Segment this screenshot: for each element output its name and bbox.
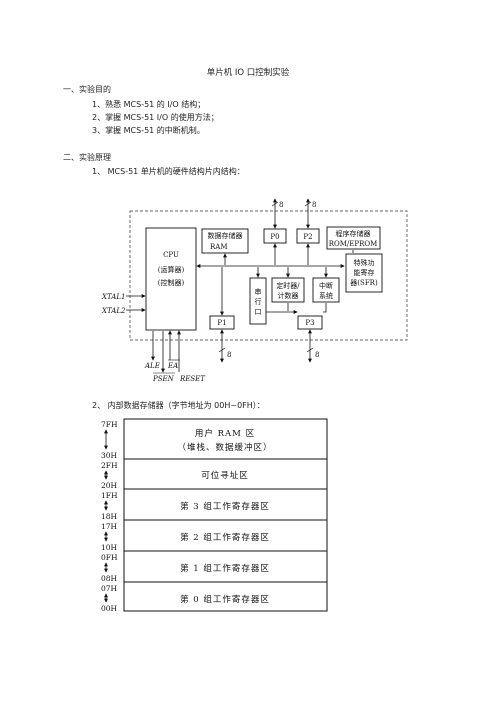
- p3-box: [297, 315, 323, 330]
- region-user-ram-sub: （堆栈、数据缓冲区）: [177, 442, 272, 453]
- region-bank-2: 第 2 组工作寄存器区: [180, 532, 270, 543]
- interrupt-to-p3: [323, 303, 327, 313]
- sfr-label-1: 特殊功: [354, 258, 375, 267]
- sfr-label-3: 器(SFR): [350, 279, 378, 287]
- p0-label: P0: [270, 233, 279, 241]
- section2-item-2: 2、 内部数据存储器（字节地址为 00H~0FH）：: [92, 401, 265, 410]
- interrupt-box: [312, 277, 340, 303]
- cpu-sub2: (控制器): [158, 278, 185, 287]
- sfr-box: [345, 253, 383, 293]
- region-bank-3: 第 3 组工作寄存器区: [180, 501, 270, 512]
- chip-outline: [129, 210, 408, 341]
- addr-1fh: 1FH: [101, 491, 118, 500]
- section1-heading: 一、实验目的: [63, 85, 111, 94]
- section1-item-3: 3、掌握 MCS-51 的中断机制。: [92, 126, 205, 135]
- ram-map-border: [123, 418, 328, 612]
- cpu-sub1: (运算器): [158, 265, 185, 274]
- cpu-box: [145, 227, 197, 331]
- addr-17h: 17H: [101, 522, 118, 531]
- region-bank-1: 第 1 组工作寄存器区: [180, 563, 270, 574]
- serial-label-3: 口: [255, 308, 262, 316]
- p3-bus-width: 8: [315, 351, 319, 359]
- addr-0fh: 0FH: [101, 553, 118, 562]
- region-bit-addressable: 可位寻址区: [201, 470, 249, 481]
- section1-item-2: 2、掌握 MCS-51 I/O 的使用方法；: [92, 113, 219, 122]
- p1-box: [209, 315, 235, 330]
- ram-memory-map: 7FH 30H 2FH 20H 1FH 18H 17H 10H 0FH 08H …: [101, 418, 328, 613]
- timer-label-2: 计数器: [278, 291, 299, 300]
- p2-box: [296, 228, 320, 244]
- p3-label: P3: [305, 319, 314, 327]
- p1-label: P1: [217, 319, 226, 327]
- addr-08h: 08H: [101, 574, 118, 583]
- rom-label-1: 程序存储器: [336, 229, 371, 238]
- interrupt-label-2: 系统: [319, 291, 333, 300]
- timer-label-1: 定时器/: [276, 281, 300, 290]
- serial-label-2: 行: [255, 297, 262, 306]
- region-bank-0: 第 0 组工作寄存器区: [180, 594, 270, 605]
- p2-bus-slash: [304, 201, 312, 207]
- reset-label: RESET: [179, 375, 206, 383]
- addr-10h: 10H: [101, 543, 118, 552]
- ram-box: [201, 228, 249, 254]
- ale-label: ALE: [144, 362, 160, 370]
- serial-box: [249, 277, 267, 325]
- ram-label-2: RAM: [210, 243, 228, 251]
- p1-bus-slash: [218, 347, 226, 353]
- p0-box: [263, 228, 287, 244]
- section1-item-1: 1、熟悉 MCS-51 的 I/O 结构；: [92, 100, 206, 109]
- xtal1-label: XTAL1: [101, 293, 125, 301]
- p2-label: P2: [303, 233, 312, 241]
- addr-00h: 00H: [101, 604, 118, 613]
- page-title: 单片机 IO 口控制实验: [206, 68, 290, 78]
- region-user-ram: 用户 RAM 区: [195, 428, 255, 439]
- p1-bus-width: 8: [227, 351, 231, 359]
- addr-07h: 07H: [101, 584, 118, 593]
- sfr-label-2: 能寄存: [354, 268, 375, 277]
- addr-20h: 20H: [101, 481, 118, 490]
- p2-bus-width: 8: [312, 201, 316, 209]
- cpu-label: CPU: [163, 251, 179, 259]
- addr-2fh: 2FH: [101, 461, 118, 470]
- section2-item-1: 1、 MCS-51 单片机的硬件结构片内结构：: [92, 167, 245, 176]
- psen-label: PSEN: [152, 375, 175, 383]
- p0-bus-width: 8: [279, 201, 283, 209]
- addr-7fh: 7FH: [101, 420, 118, 429]
- xtal2-label: XTAL2: [101, 307, 126, 315]
- rom-label-2: ROM/EPROM: [329, 240, 378, 248]
- section2-heading: 二、实验原理: [63, 153, 111, 162]
- ram-label-1: 数据存储器: [208, 231, 243, 240]
- addr-18h: 18H: [101, 512, 118, 521]
- addr-30h: 30H: [101, 451, 118, 460]
- serial-label-1: 串: [255, 288, 262, 296]
- p0-bus-slash: [271, 201, 279, 207]
- interrupt-label-1: 中断: [319, 281, 333, 290]
- timer-box: [271, 277, 305, 303]
- ea-label: EA: [167, 362, 178, 370]
- p3-bus-slash: [306, 347, 314, 353]
- rom-box: [326, 226, 381, 250]
